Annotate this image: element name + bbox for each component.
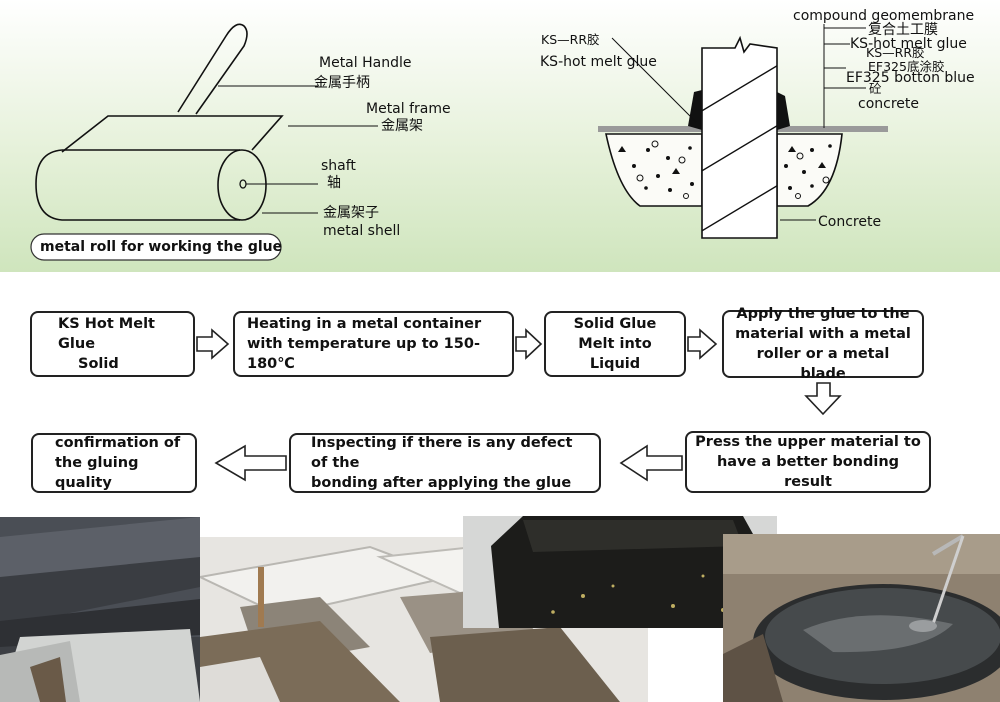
- step-5-line-1: Press the upper material to: [695, 434, 921, 450]
- step-6-box: Inspecting if there is any defect of the…: [289, 433, 601, 493]
- step-4-line-2: material with a metal: [735, 326, 911, 342]
- arrow-1-2: [196, 328, 230, 360]
- shaft-label-cn: 轴: [327, 175, 341, 191]
- roller-drawing: [30, 23, 378, 261]
- metal-frame-label-en: Metal frame: [366, 101, 451, 117]
- roller-end-cap: [217, 149, 267, 221]
- compound-geomembrane-label-en: compound geomembrane: [793, 8, 975, 24]
- ef325-label-cn: EF325底涂胶: [868, 59, 945, 74]
- step-6-line-1: Inspecting if there is any defect of the: [311, 435, 573, 471]
- step-3-line-2: Melt into Liquid: [578, 336, 652, 372]
- photo-melted-glue-pan: [723, 534, 1000, 702]
- arrow-3-4: [687, 328, 718, 360]
- metal-frame-label-cn: 金属架: [381, 118, 423, 134]
- concrete-label-en-top: concrete: [858, 96, 919, 112]
- ks-rr-glue-label-left: KS—RR胶: [541, 32, 600, 47]
- roller-cylinder: [35, 149, 240, 221]
- ks-hot-melt-glue-label-left: KS-hot melt glue: [540, 54, 657, 70]
- arrow-4-5: [804, 382, 842, 416]
- step-7-line-2: the gluing quality: [55, 455, 139, 491]
- concrete-label-bottom: Concrete: [818, 214, 882, 230]
- shaft-label-en: shaft: [321, 158, 356, 174]
- step-2-line-1: Heating in a metal container: [247, 316, 482, 332]
- roller-caption: metal roll for working the glue: [40, 239, 283, 255]
- roller-handle: [177, 23, 248, 115]
- compound-geomembrane-label-cn: 复合土工膜: [868, 22, 938, 38]
- step-7-box: confirmation of the gluing quality: [31, 433, 197, 493]
- step-6-line-2: bonding after applying the glue: [311, 475, 572, 491]
- step-2-box: Heating in a metal container with temper…: [233, 311, 514, 377]
- metal-shell-label-en: metal shell: [323, 223, 401, 239]
- step-2-line-2: with temperature up to 150-180℃: [247, 336, 480, 372]
- metal-shell-label-cn: 金属架子: [323, 205, 379, 221]
- step-3-box: Solid Glue Melt into Liquid: [544, 311, 686, 377]
- step-5-line-2: have a better bonding result: [716, 454, 900, 490]
- ks-hot-melt-glue-label-right: KS-hot melt glue: [850, 36, 967, 52]
- step-5-box: Press the upper material to have a bette…: [685, 431, 931, 493]
- metal-handle-label-cn: 金属手柄: [314, 75, 370, 91]
- cross-section-drawing: [598, 24, 888, 239]
- step-1-line-2: Solid: [78, 356, 119, 372]
- ks-rr-glue-label-right: KS—RR胶: [866, 45, 925, 60]
- step-7-line-1: confirmation of: [55, 435, 181, 451]
- arrow-6-7: [214, 444, 287, 482]
- concrete-base: [605, 133, 703, 207]
- photo-membrane: [0, 517, 200, 702]
- caption-bubble: [30, 233, 282, 261]
- roller-frame: [61, 115, 284, 153]
- step-3-line-1: Solid Glue: [573, 316, 657, 332]
- vertical-post: [701, 35, 778, 239]
- step-4-line-1: Apply the glue to the: [736, 306, 910, 322]
- step-4-box: Apply the glue to the material with a me…: [722, 306, 924, 382]
- step-1-line-1: KS Hot Melt Glue: [58, 316, 155, 352]
- metal-handle-label-en: Metal Handle: [319, 55, 412, 71]
- ef325-label-en: EF325 botton blue: [846, 70, 975, 86]
- concrete-label-cn: 砼: [869, 81, 882, 96]
- arrow-2-3: [515, 328, 543, 360]
- step-1-box: KS Hot Melt Glue Solid: [30, 311, 195, 377]
- arrow-5-6: [619, 444, 683, 482]
- step-4-line-3: roller or a metal blade: [756, 346, 890, 382]
- photo-glue-boxes: [200, 537, 648, 702]
